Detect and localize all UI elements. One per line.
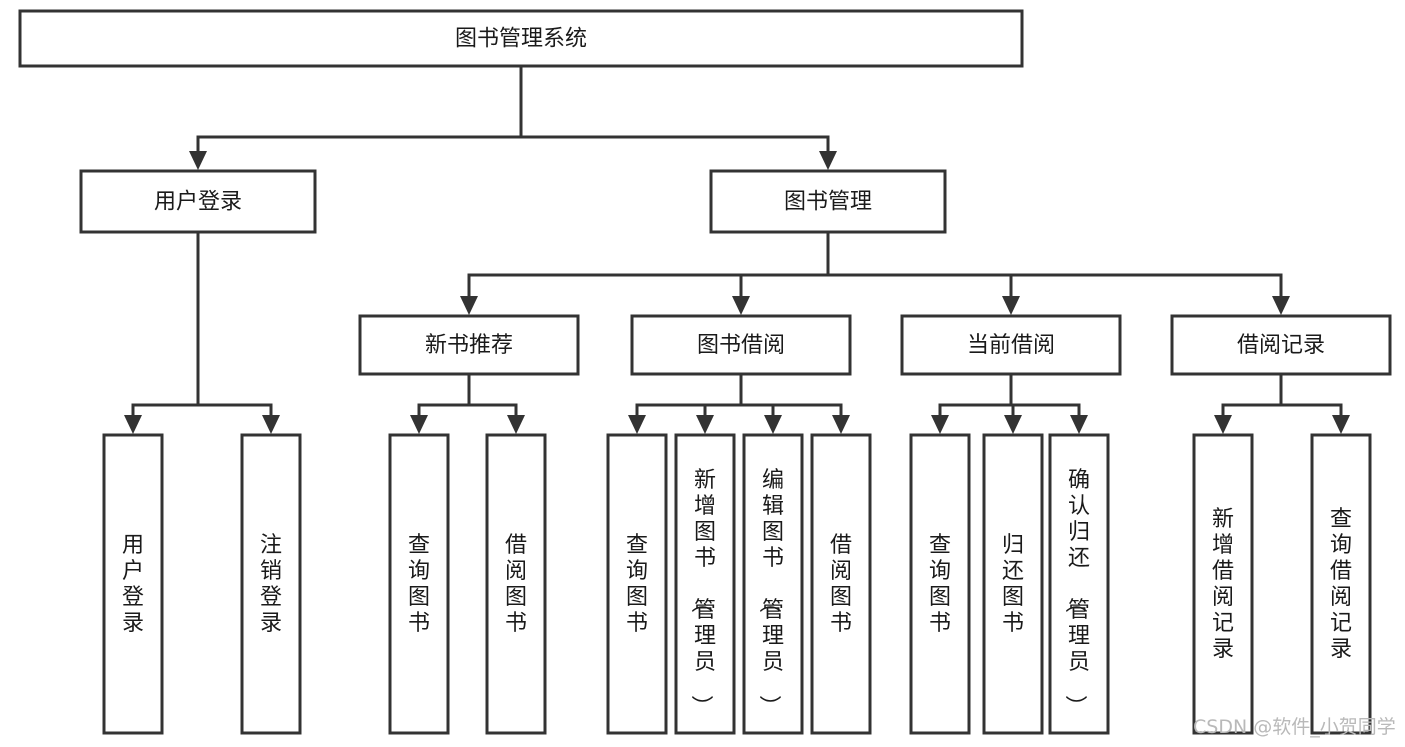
- connector-root-to-book-manage: [519, 66, 837, 170]
- arrow-head-icon: [1002, 296, 1020, 315]
- node-box-book-manage: [709, 169, 947, 234]
- node-box-user-login: [79, 169, 317, 234]
- node-cb-query[interactable]: 查询图书: [909, 433, 971, 735]
- node-box-br-add: [1192, 433, 1254, 735]
- arrow-head-icon: [1214, 415, 1232, 434]
- node-user-login[interactable]: 用户登录: [79, 169, 317, 234]
- arrow-head-icon: [507, 415, 525, 434]
- node-br-add[interactable]: 新增借阅记录: [1192, 433, 1254, 735]
- node-current-borrow[interactable]: 当前借阅: [900, 314, 1122, 376]
- arrow-head-icon: [1332, 415, 1350, 434]
- node-label-borrow-record: 借阅记录: [1237, 333, 1325, 358]
- node-bb-edit[interactable]: 编辑图书（管理员）: [742, 433, 804, 735]
- connector-user-login-to-user-login-do: [124, 232, 200, 434]
- arrow-head-icon: [189, 151, 207, 170]
- arrow-head-icon: [832, 415, 850, 434]
- arrow-head-icon: [1070, 415, 1088, 434]
- arrow-head-icon: [628, 415, 646, 434]
- node-nbr-query[interactable]: 查询图书: [388, 433, 450, 735]
- node-box-bb-query: [606, 433, 668, 735]
- node-label-cb-return: 归还图书: [1002, 533, 1024, 636]
- node-layer: 图书管理系统用户登录图书管理新书推荐图书借阅当前借阅借阅记录用户登录注销登录查询…: [18, 9, 1392, 735]
- node-label-br-query: 查询借阅记录: [1330, 507, 1352, 662]
- connector-new-book-rec-to-nbr-query: [410, 374, 471, 434]
- arrow-head-icon: [696, 415, 714, 434]
- node-br-query[interactable]: 查询借阅记录: [1310, 433, 1372, 735]
- node-box-cb-confirm: [1048, 433, 1110, 735]
- node-bb-borrow[interactable]: 借阅图书: [810, 433, 872, 735]
- node-label-user-logout: 注销登录: [260, 533, 282, 636]
- node-label-bb-edit: 编辑图书（管理员）: [756, 468, 784, 717]
- node-box-current-borrow: [900, 314, 1122, 376]
- node-label-book-manage: 图书管理: [784, 190, 872, 215]
- arrow-head-icon: [460, 296, 478, 315]
- connector-book-borrow-to-bb-borrow: [739, 374, 850, 434]
- node-user-logout[interactable]: 注销登录: [240, 433, 302, 735]
- node-label-current-borrow: 当前借阅: [967, 333, 1055, 358]
- node-label-root: 图书管理系统: [455, 27, 587, 52]
- node-label-cb-confirm: 确认归还（管理员）: [1062, 468, 1090, 717]
- node-nbr-borrow[interactable]: 借阅图书: [485, 433, 547, 735]
- connector-user-login-to-user-logout: [196, 232, 280, 434]
- node-box-book-borrow: [630, 314, 852, 376]
- node-box-bb-edit: [742, 433, 804, 735]
- node-bb-query[interactable]: 查询图书: [606, 433, 668, 735]
- node-label-cb-query: 查询图书: [929, 533, 951, 636]
- node-label-nbr-query: 查询图书: [408, 533, 430, 636]
- node-book-borrow[interactable]: 图书借阅: [630, 314, 852, 376]
- node-cb-return[interactable]: 归还图书: [982, 433, 1044, 735]
- connector-root-to-user-login: [189, 66, 523, 170]
- connector-current-borrow-to-cb-confirm: [1009, 374, 1088, 434]
- node-label-bb-query: 查询图书: [626, 533, 648, 636]
- node-label-user-login-do: 用户登录: [122, 533, 144, 636]
- node-label-book-borrow: 图书借阅: [697, 333, 785, 358]
- arrow-head-icon: [732, 296, 750, 315]
- node-label-bb-add: 新增图书（管理员）: [688, 468, 716, 717]
- arrow-head-icon: [1272, 296, 1290, 315]
- connector-book-manage-to-book-borrow: [732, 232, 830, 315]
- arrow-head-icon: [819, 151, 837, 170]
- node-box-new-book-rec: [358, 314, 580, 376]
- node-new-book-rec[interactable]: 新书推荐: [358, 314, 580, 376]
- node-box-borrow-record: [1170, 314, 1392, 376]
- node-label-user-login: 用户登录: [154, 190, 242, 215]
- node-box-nbr-borrow: [485, 433, 547, 735]
- node-box-user-login-do: [102, 433, 164, 735]
- arrow-head-icon: [262, 415, 280, 434]
- node-root[interactable]: 图书管理系统: [18, 9, 1024, 68]
- node-label-bb-borrow: 借阅图书: [830, 533, 852, 636]
- node-box-bb-borrow: [810, 433, 872, 735]
- arrow-head-icon: [124, 415, 142, 434]
- connector-layer: [124, 66, 1350, 434]
- node-label-nbr-borrow: 借阅图书: [505, 533, 527, 636]
- arrow-head-icon: [764, 415, 782, 434]
- node-box-user-logout: [240, 433, 302, 735]
- connector-borrow-record-to-br-add: [1214, 374, 1283, 434]
- arrow-head-icon: [1004, 415, 1022, 434]
- connector-borrow-record-to-br-query: [1279, 374, 1350, 434]
- arrow-head-icon: [931, 415, 949, 434]
- connector-book-manage-to-borrow-record: [826, 232, 1290, 315]
- connector-current-borrow-to-cb-query: [931, 374, 1013, 434]
- node-box-cb-query: [909, 433, 971, 735]
- node-label-br-add: 新增借阅记录: [1212, 507, 1234, 662]
- node-borrow-record[interactable]: 借阅记录: [1170, 314, 1392, 376]
- node-box-root: [18, 9, 1024, 68]
- arrow-head-icon: [410, 415, 428, 434]
- node-box-bb-add: [674, 433, 736, 735]
- node-book-manage[interactable]: 图书管理: [709, 169, 947, 234]
- node-cb-confirm[interactable]: 确认归还（管理员）: [1048, 433, 1110, 735]
- node-user-login-do[interactable]: 用户登录: [102, 433, 164, 735]
- node-box-nbr-query: [388, 433, 450, 735]
- node-box-br-query: [1310, 433, 1372, 735]
- node-box-cb-return: [982, 433, 1044, 735]
- csdn-watermark: CSDN @软件_小贺同学: [1193, 716, 1396, 738]
- node-label-new-book-rec: 新书推荐: [425, 333, 513, 358]
- node-bb-add[interactable]: 新增图书（管理员）: [674, 433, 736, 735]
- connector-new-book-rec-to-nbr-borrow: [467, 374, 525, 434]
